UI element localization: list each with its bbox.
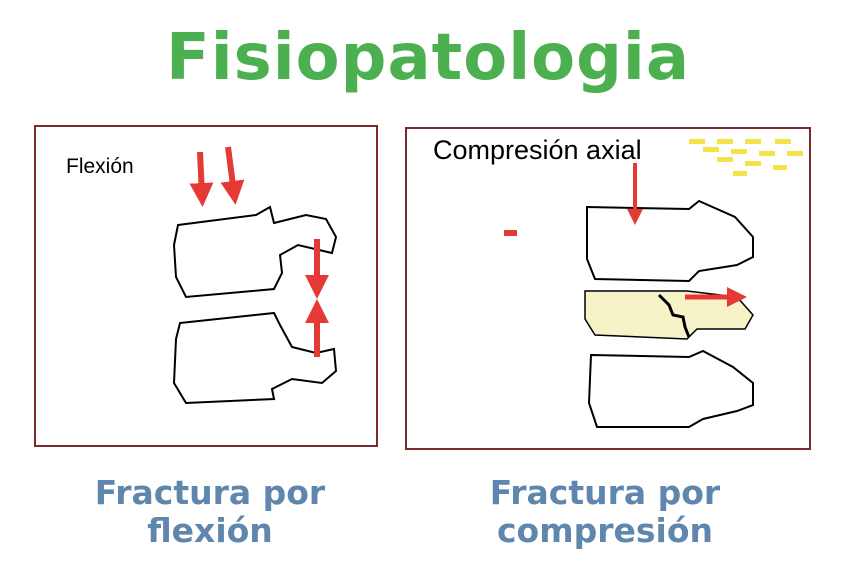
upper-vertebra xyxy=(586,199,754,283)
flexion-caption: Fractura por flexión xyxy=(60,474,360,550)
flexion-caption-line2: flexión xyxy=(147,511,273,550)
arrow-down-2 xyxy=(220,146,245,205)
page-title: Fisiopatologia xyxy=(165,21,691,95)
flexion-panel: Flexión xyxy=(34,125,378,447)
compression-caption: Fractura por compresión xyxy=(450,474,760,550)
compression-caption-line2: compresión xyxy=(496,511,713,550)
compression-label: Compresión axial xyxy=(433,135,642,165)
fractured-vertebra xyxy=(584,290,754,340)
compression-diagram xyxy=(504,139,803,428)
upper-vertebra xyxy=(172,205,338,299)
red-dash xyxy=(504,230,517,236)
flexion-diagram xyxy=(172,146,338,405)
lower-vertebra xyxy=(587,349,754,428)
arrow-down-1 xyxy=(189,151,214,207)
flexion-caption-line1: Fractura por xyxy=(94,473,326,512)
flexion-label: Flexión xyxy=(66,155,134,178)
compression-caption-line1: Fractura por xyxy=(489,473,721,512)
lower-vertebra xyxy=(172,311,338,405)
compression-panel: Compresión axial xyxy=(405,127,811,450)
fracture-line xyxy=(657,293,691,338)
yellow-dashes xyxy=(689,139,803,176)
